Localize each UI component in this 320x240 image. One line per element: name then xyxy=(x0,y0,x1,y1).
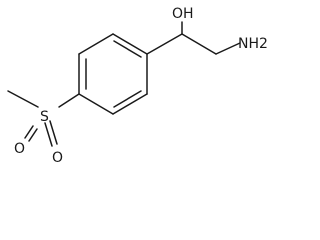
ring-to-sulfur-bond xyxy=(58,93,80,108)
ring-bond-bottom-to-lower-left xyxy=(78,93,114,115)
sulfur-oxygen-double-bond-b xyxy=(49,120,58,145)
ring-bond-upper-left-to-top xyxy=(78,33,114,55)
sulfur-label: S xyxy=(40,109,49,125)
chemical-structure-diagram: OH NH2 S O O xyxy=(7,6,268,166)
side-chain xyxy=(146,21,241,55)
ring-double-bond-top-right xyxy=(113,40,142,58)
carbinol-to-ch2-bond xyxy=(181,33,217,55)
sulfur-oxygen-double-bond-d xyxy=(28,128,38,142)
benzene-ring xyxy=(78,33,148,115)
sulfur-oxygen-double-bond-a xyxy=(44,122,53,147)
ring-to-carbinol-bond xyxy=(146,33,183,55)
amine-label: NH2 xyxy=(238,36,268,52)
ring-double-bond-bottom-right xyxy=(113,90,142,108)
sulfonyl-oxygen-lower-label: O xyxy=(52,150,63,166)
sulfur-oxygen-double-bond-c xyxy=(24,125,34,139)
ring-bond-top-to-upper-right xyxy=(112,33,148,55)
ring-bond-lower-right-to-bottom xyxy=(112,93,148,115)
methylsulfonyl-group xyxy=(7,90,80,147)
ch2-to-nh2-bond xyxy=(215,42,241,55)
sulfonyl-oxygen-upper-label: O xyxy=(14,141,25,157)
hydroxyl-label: OH xyxy=(172,6,194,22)
sulfur-to-methyl-bond xyxy=(7,90,39,108)
